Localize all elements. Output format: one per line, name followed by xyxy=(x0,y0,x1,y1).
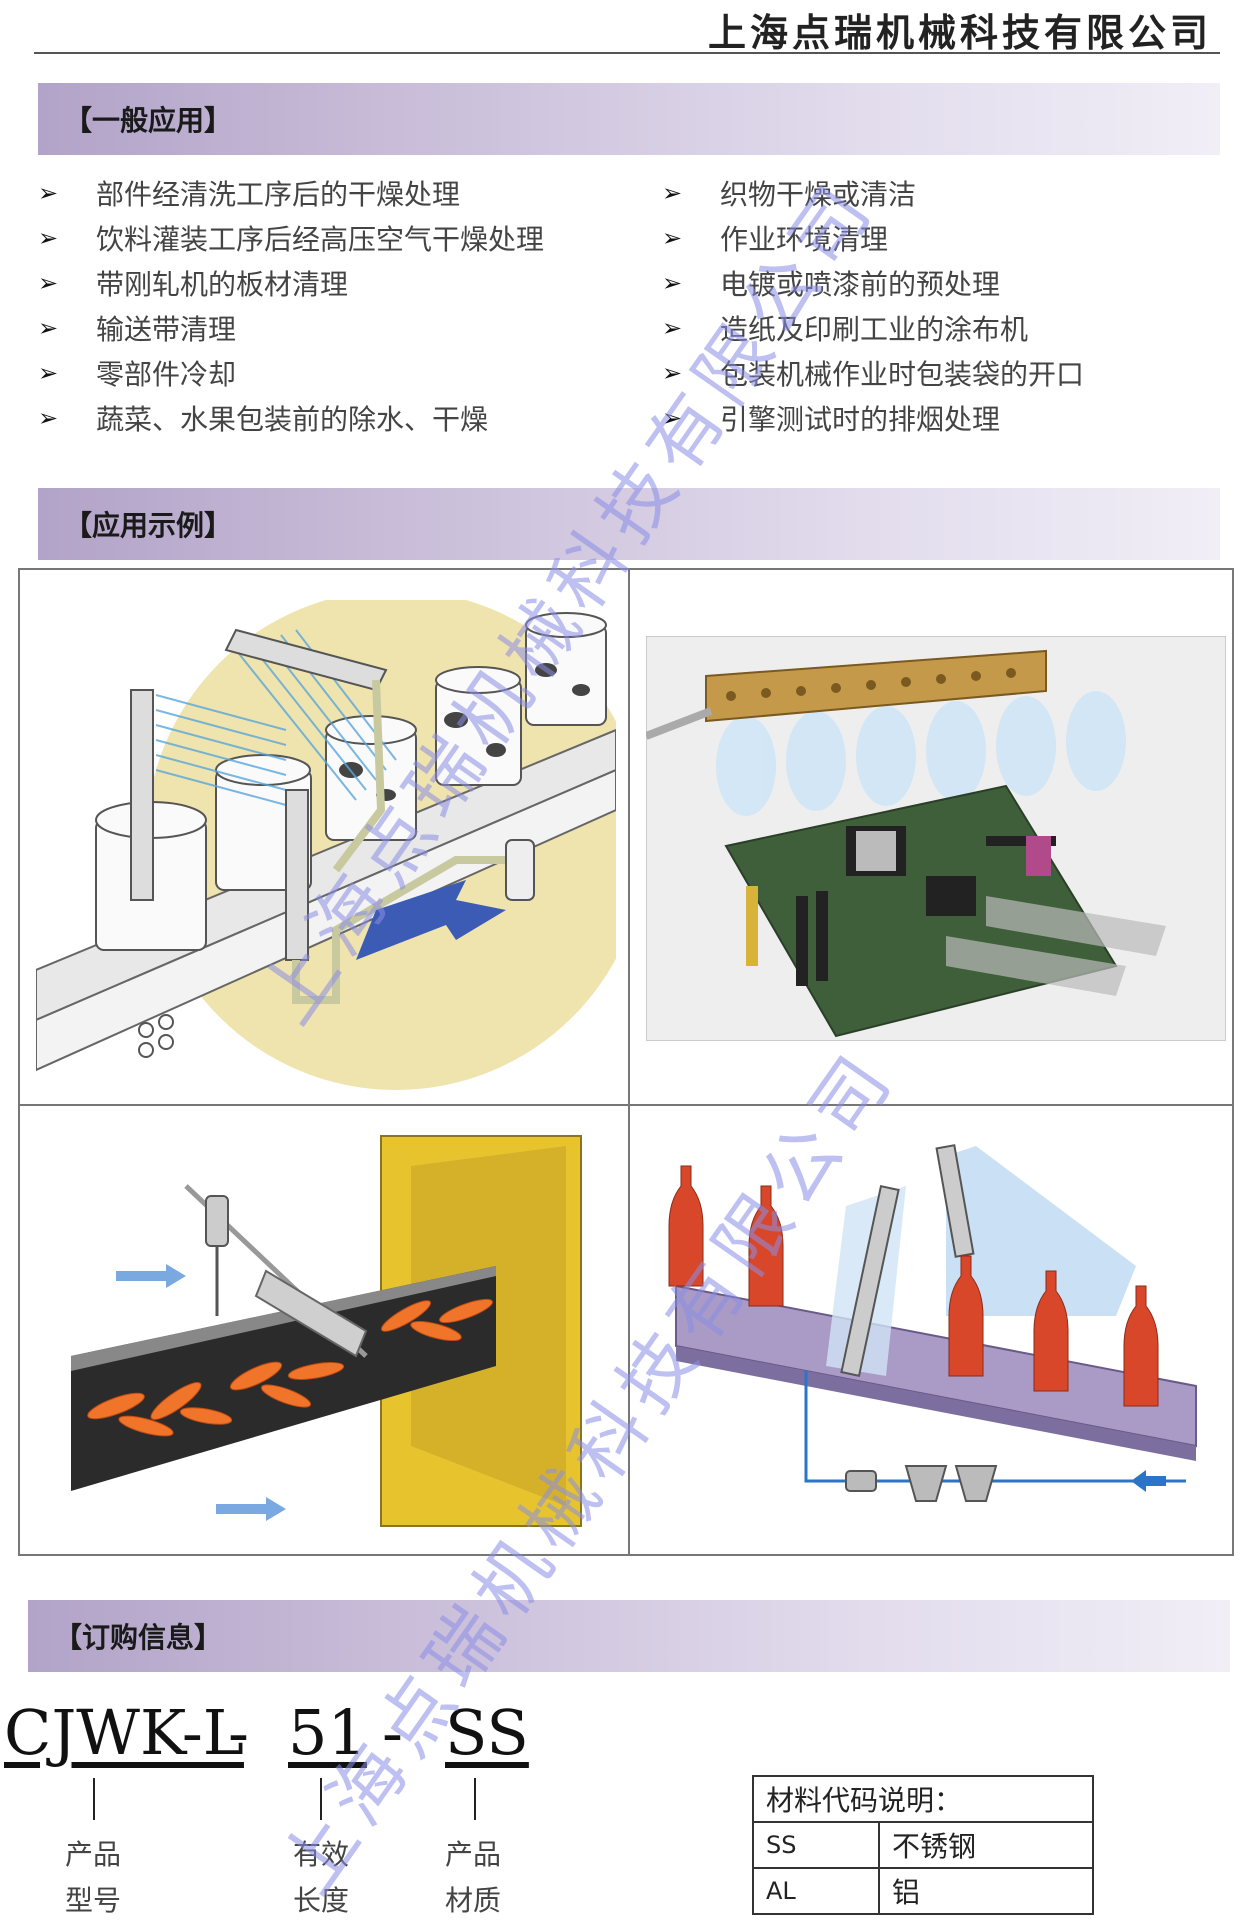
caption-material: 产品 材质 xyxy=(444,1838,501,1917)
arrow-bullet-icon: ➢ xyxy=(38,403,59,432)
arrow-bullet-icon: ➢ xyxy=(662,403,683,432)
order-code-dash: - xyxy=(382,1696,403,1769)
order-code-material: SS xyxy=(445,1696,529,1769)
list-item: ➢输送带清理 xyxy=(34,305,544,350)
section-band-general: 【一般应用】 xyxy=(38,83,1220,155)
list-item: ➢引擎测试时的排烟处理 xyxy=(658,395,1084,440)
list-item: ➢包装机械作业时包装袋的开口 xyxy=(658,350,1084,395)
list-item: ➢作业环境清理 xyxy=(658,215,1084,260)
code-pointer-line xyxy=(474,1778,476,1820)
bullet-list-right: ➢织物干燥或清洁 ➢作业环境清理 ➢电镀或喷漆前的预处理 ➢造纸及印刷工业的涂布… xyxy=(658,170,1084,440)
order-code-dash: - xyxy=(228,1696,249,1769)
list-item: ➢蔬菜、水果包装前的除水、干燥 xyxy=(34,395,544,440)
example-image-can-drying xyxy=(36,580,616,1090)
list-item: ➢织物干燥或清洁 xyxy=(658,170,1084,215)
example-image-bottle-drying xyxy=(646,1116,1226,1546)
section-band-examples: 【应用示例】 xyxy=(38,488,1220,560)
material-table-title: 材料代码说明： xyxy=(752,1775,1094,1823)
arrow-bullet-icon: ➢ xyxy=(662,358,683,387)
arrow-bullet-icon: ➢ xyxy=(662,313,683,342)
section-band-ordering: 【订购信息】 xyxy=(28,1600,1230,1672)
table-row: AL 铝 xyxy=(752,1867,1094,1915)
table-row: 材料代码说明： xyxy=(752,1775,1094,1823)
order-code-model: CJWK-L xyxy=(4,1696,244,1769)
section-title-examples: 【应用示例】 xyxy=(64,509,233,542)
example-image-food-conveyor xyxy=(36,1116,616,1546)
code-pointer-line xyxy=(93,1778,95,1820)
header-rule xyxy=(34,52,1220,54)
list-item: ➢造纸及印刷工业的涂布机 xyxy=(658,305,1084,350)
code-pointer-line xyxy=(320,1778,322,1820)
arrow-bullet-icon: ➢ xyxy=(662,223,683,252)
list-item: ➢部件经清洗工序后的干燥处理 xyxy=(34,170,544,215)
bullet-list-left: ➢部件经清洗工序后的干燥处理 ➢饮料灌装工序后经高压空气干燥处理 ➢带刚轧机的板… xyxy=(34,170,544,440)
caption-length: 有效 长度 xyxy=(292,1838,349,1917)
list-item: ➢电镀或喷漆前的预处理 xyxy=(658,260,1084,305)
material-name: 铝 xyxy=(878,1867,1094,1915)
grid-divider-horizontal xyxy=(18,1104,1234,1106)
material-code-table: 材料代码说明： SS 不锈钢 AL 铝 xyxy=(752,1775,1094,1915)
section-title-general: 【一般应用】 xyxy=(64,104,233,137)
list-item: ➢零部件冷却 xyxy=(34,350,544,395)
order-code-length: 51 xyxy=(288,1696,367,1769)
example-image-circuit-board xyxy=(646,636,1226,1041)
list-item: ➢饮料灌装工序后经高压空气干燥处理 xyxy=(34,215,544,260)
arrow-bullet-icon: ➢ xyxy=(38,223,59,252)
arrow-bullet-icon: ➢ xyxy=(38,268,59,297)
material-code: SS xyxy=(752,1821,880,1869)
example-image-grid xyxy=(18,568,1234,1556)
company-name: 上海点瑞机械科技有限公司 xyxy=(707,10,1212,55)
material-code: AL xyxy=(752,1867,880,1915)
arrow-bullet-icon: ➢ xyxy=(38,178,59,207)
material-name: 不锈钢 xyxy=(878,1821,1094,1869)
arrow-bullet-icon: ➢ xyxy=(662,268,683,297)
list-item: ➢带刚轧机的板材清理 xyxy=(34,260,544,305)
arrow-bullet-icon: ➢ xyxy=(662,178,683,207)
caption-model: 产品 型号 xyxy=(64,1838,121,1917)
table-row: SS 不锈钢 xyxy=(752,1821,1094,1869)
section-title-ordering: 【订购信息】 xyxy=(54,1621,223,1654)
grid-divider-vertical xyxy=(628,568,630,1556)
arrow-bullet-icon: ➢ xyxy=(38,313,59,342)
arrow-bullet-icon: ➢ xyxy=(38,358,59,387)
